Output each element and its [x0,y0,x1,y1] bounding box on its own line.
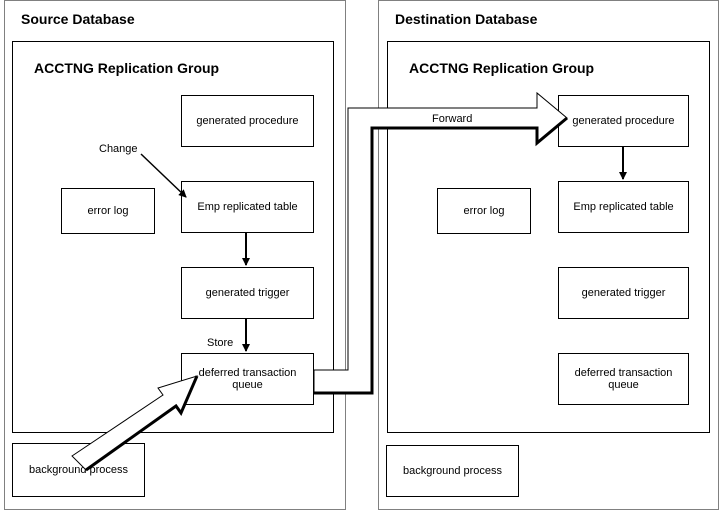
destination-background-process-label: background process [402,465,503,477]
source-background-process: background process [12,443,145,497]
source-deferred-queue-label: deferred transaction queue [198,367,297,391]
destination-deferred-queue-label: deferred transaction queue [574,367,673,391]
source-group-title: ACCTNG Replication Group [34,60,220,76]
change-label: Change [99,143,138,155]
destination-database-title: Destination Database [395,11,538,27]
source-emp-table-label: Emp replicated table [197,201,298,213]
destination-generated-procedure: generated procedure [558,95,689,147]
destination-error-log-label: error log [463,205,505,217]
store-label: Store [207,337,234,349]
source-deferred-transaction-queue: deferred transaction queue [181,353,314,405]
source-error-log-label: error log [87,205,129,217]
destination-deferred-transaction-queue: deferred transaction queue [558,353,689,405]
destination-generated-procedure-label: generated procedure [572,115,675,127]
destination-emp-replicated-table: Emp replicated table [558,181,689,233]
source-emp-replicated-table: Emp replicated table [181,181,314,233]
destination-group-title: ACCTNG Replication Group [409,60,595,76]
source-database-title: Source Database [21,11,135,27]
destination-error-log: error log [437,188,531,234]
source-generated-procedure: generated procedure [181,95,314,147]
destination-background-process: background process [386,445,519,497]
source-generated-trigger: generated trigger [181,267,314,319]
source-background-process-label: background process [28,464,129,476]
forward-label: Forward [432,113,473,125]
source-error-log: error log [61,188,155,234]
destination-emp-table-label: Emp replicated table [573,201,674,213]
source-generated-procedure-label: generated procedure [196,115,299,127]
source-generated-trigger-label: generated trigger [205,287,290,299]
destination-generated-trigger-label: generated trigger [581,287,666,299]
destination-generated-trigger: generated trigger [558,267,689,319]
